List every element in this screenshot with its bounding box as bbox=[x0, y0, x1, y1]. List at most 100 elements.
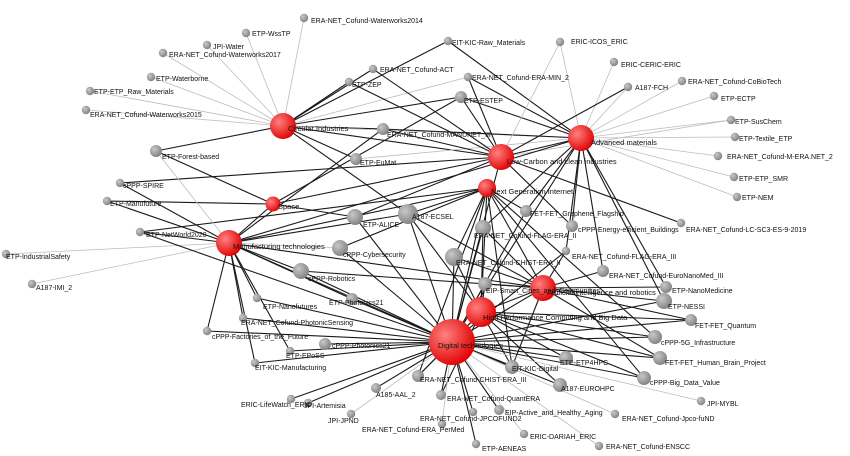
node-n47[interactable] bbox=[238, 313, 248, 323]
node-n9[interactable] bbox=[368, 64, 378, 74]
node-n18[interactable] bbox=[726, 115, 736, 125]
node-n71[interactable] bbox=[594, 441, 604, 451]
label-n17: ETP-ECTP bbox=[721, 96, 756, 103]
node-n64[interactable] bbox=[303, 398, 313, 408]
node-n52[interactable] bbox=[285, 346, 295, 356]
node-n3[interactable] bbox=[202, 40, 212, 50]
node-n48[interactable] bbox=[685, 314, 697, 326]
edge-manuf-n23 bbox=[228, 128, 384, 244]
node-n28[interactable] bbox=[135, 227, 145, 237]
node-n39[interactable] bbox=[445, 248, 463, 266]
node-n6[interactable] bbox=[85, 86, 95, 96]
node-n23[interactable] bbox=[377, 123, 389, 135]
node-n37[interactable] bbox=[27, 279, 37, 289]
edge-digital-n38 bbox=[339, 247, 453, 343]
hub-advmat[interactable] bbox=[568, 125, 594, 151]
node-n7[interactable] bbox=[81, 105, 91, 115]
edge-lowcarbon-space bbox=[272, 156, 502, 205]
label-n60: A185-AAL_2 bbox=[376, 392, 416, 399]
node-n21[interactable] bbox=[729, 172, 739, 182]
node-n57[interactable] bbox=[637, 371, 651, 385]
node-n33[interactable] bbox=[676, 218, 686, 228]
node-n15[interactable] bbox=[623, 82, 633, 92]
node-n43[interactable] bbox=[660, 281, 672, 293]
node-n35[interactable] bbox=[561, 246, 571, 256]
node-n63[interactable] bbox=[286, 394, 296, 404]
edge-digital-n52 bbox=[289, 341, 453, 352]
hub-space[interactable] bbox=[265, 196, 281, 212]
node-n26[interactable] bbox=[115, 178, 125, 188]
hub-ai[interactable] bbox=[530, 275, 556, 301]
hub-manuf[interactable] bbox=[216, 230, 242, 256]
node-n69[interactable] bbox=[437, 419, 447, 429]
node-n61[interactable] bbox=[436, 390, 446, 400]
node-n44[interactable] bbox=[656, 293, 672, 309]
node-n22[interactable] bbox=[732, 192, 742, 202]
node-n24[interactable] bbox=[150, 145, 162, 157]
edge-digital-n47 bbox=[242, 317, 453, 343]
node-n66[interactable] bbox=[610, 409, 620, 419]
node-n62[interactable] bbox=[696, 396, 706, 406]
label-n62: JPI-MYBL bbox=[707, 401, 739, 408]
node-n65[interactable] bbox=[494, 405, 504, 415]
hub-nextgen[interactable] bbox=[478, 179, 496, 197]
node-n67[interactable] bbox=[346, 409, 356, 419]
node-n45[interactable] bbox=[346, 293, 358, 305]
node-n19[interactable] bbox=[730, 132, 740, 142]
node-n32[interactable] bbox=[566, 220, 578, 232]
label-n28: ETP-NetWorld2020 bbox=[146, 232, 207, 239]
node-n14[interactable] bbox=[609, 57, 619, 67]
node-n5[interactable] bbox=[146, 72, 156, 82]
node-n53[interactable] bbox=[653, 351, 667, 365]
edge-digital-n44 bbox=[451, 300, 665, 343]
node-n25[interactable] bbox=[350, 153, 362, 165]
node-n31[interactable] bbox=[520, 205, 532, 217]
node-n42[interactable] bbox=[478, 277, 492, 291]
edge-circular-n6 bbox=[89, 90, 284, 127]
node-n30[interactable] bbox=[398, 204, 418, 224]
label-n59: A187-EUROHPC bbox=[561, 386, 615, 393]
node-n8[interactable] bbox=[443, 36, 453, 46]
node-n36[interactable] bbox=[1, 249, 11, 259]
node-n41[interactable] bbox=[293, 263, 309, 279]
node-n68[interactable] bbox=[468, 407, 478, 417]
edge-manuf-n26 bbox=[119, 182, 230, 244]
hub-hpc[interactable] bbox=[466, 297, 496, 327]
node-n16[interactable] bbox=[677, 76, 687, 86]
label-advmat: Advanced materials bbox=[591, 138, 657, 147]
label-n25: ETP-EuMat bbox=[360, 160, 396, 167]
label-n29: ETP-ALICE bbox=[363, 222, 400, 229]
node-n58[interactable] bbox=[412, 370, 424, 382]
node-n59[interactable] bbox=[553, 378, 567, 392]
node-n46[interactable] bbox=[252, 293, 262, 303]
node-n27[interactable] bbox=[102, 196, 112, 206]
edge-advmat-n18 bbox=[580, 119, 732, 139]
node-n29[interactable] bbox=[347, 209, 363, 225]
node-n55[interactable] bbox=[559, 351, 573, 365]
node-n51[interactable] bbox=[648, 330, 662, 344]
node-n72[interactable] bbox=[471, 439, 481, 449]
node-n20[interactable] bbox=[713, 151, 723, 161]
hub-digital[interactable] bbox=[429, 319, 475, 365]
node-n17[interactable] bbox=[709, 91, 719, 101]
node-n13[interactable] bbox=[555, 37, 565, 47]
node-n12[interactable] bbox=[455, 91, 467, 103]
label-n4: ERA-NET_Cofund-Waterworks2017 bbox=[169, 52, 281, 59]
node-n54[interactable] bbox=[250, 358, 260, 368]
node-n38[interactable] bbox=[332, 240, 348, 256]
node-n49[interactable] bbox=[202, 326, 212, 336]
hub-circular[interactable] bbox=[270, 113, 296, 139]
node-n2[interactable] bbox=[241, 28, 251, 38]
node-n50[interactable] bbox=[319, 338, 331, 350]
node-n40[interactable] bbox=[597, 265, 609, 277]
node-n56[interactable] bbox=[505, 360, 519, 374]
node-n34[interactable] bbox=[475, 220, 491, 236]
node-n10[interactable] bbox=[344, 77, 354, 87]
edge-digital-n48 bbox=[451, 319, 692, 343]
node-n60[interactable] bbox=[371, 383, 381, 393]
node-n70[interactable] bbox=[519, 429, 529, 439]
node-n4[interactable] bbox=[158, 48, 168, 58]
hub-lowcarbon[interactable] bbox=[488, 144, 514, 170]
node-n1[interactable] bbox=[299, 13, 309, 23]
node-n11[interactable] bbox=[463, 72, 473, 82]
